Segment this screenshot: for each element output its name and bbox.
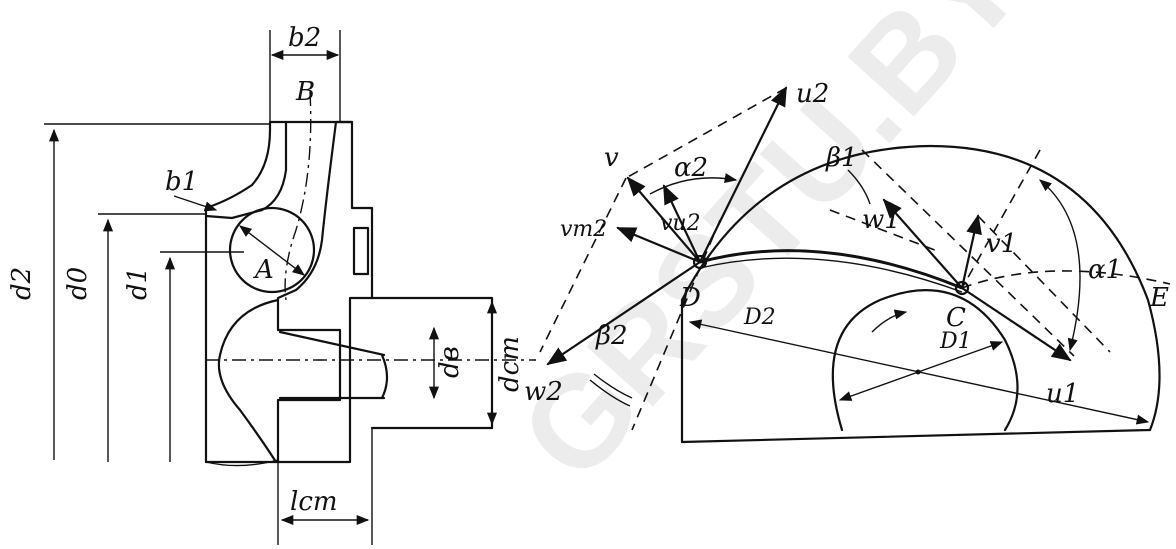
- vu2-vector: [662, 184, 702, 264]
- alpha1-arc: [1039, 179, 1081, 352]
- channel-centerline: [284, 91, 312, 301]
- label-alpha1: α1: [1088, 255, 1122, 285]
- beta2-tangent: [631, 219, 721, 431]
- label-d1: d1: [123, 267, 153, 300]
- beta1-tangent: [829, 209, 941, 253]
- label-B: B: [295, 77, 315, 107]
- inner-circle: [831, 289, 1019, 432]
- beta2-arc-2: [589, 379, 631, 407]
- label-D2: D2: [743, 305, 776, 330]
- radial-line-C: [961, 149, 1041, 289]
- label-b2: b2: [288, 23, 321, 53]
- label-beta2: β2: [595, 321, 628, 351]
- u1-vector: [960, 286, 1072, 362]
- point-C: [954, 280, 970, 296]
- label-dcm: dcm: [495, 336, 525, 392]
- v-u2-dashed: [625, 87, 787, 179]
- label-lcm: lcm: [290, 487, 338, 517]
- impeller-section: b2 B b1 A d2 d0 d1 dв dcm lcm: [7, 23, 536, 545]
- vm2-vector: [616, 226, 702, 264]
- w2-parallel: [539, 177, 627, 353]
- alpha2-arc: [649, 173, 738, 195]
- outer-circle-arc: [680, 144, 1161, 444]
- label-vu2: vu2: [660, 211, 701, 236]
- label-d0: d0: [63, 267, 93, 300]
- u2-vector: [698, 86, 788, 264]
- b1-leader: [173, 195, 218, 212]
- label-u1: u1: [1046, 379, 1079, 409]
- label-vm2: vm2: [560, 217, 607, 242]
- beta2-arc: [593, 373, 633, 399]
- v-vector: [626, 176, 702, 264]
- label-v: v: [604, 143, 619, 173]
- circle-diameter: [238, 225, 306, 276]
- inscribed-circle-A: [228, 206, 316, 294]
- label-beta1: β1: [825, 143, 858, 173]
- label-w1: w1: [862, 205, 901, 235]
- label-w2: w2: [524, 377, 563, 407]
- velocity-diagram: D2 D1 D u2 v w2 vm2 vu2 α2 β2 C w1: [524, 79, 1171, 444]
- label-A: A: [253, 255, 274, 285]
- blade-curve-inner: [699, 257, 963, 293]
- label-v1: v1: [986, 229, 1017, 259]
- label-D1: D1: [939, 329, 972, 354]
- baseline-break: [680, 428, 1152, 444]
- blade-curve: [699, 249, 963, 290]
- w1-extension: [861, 149, 1075, 357]
- label-dB: dв: [435, 346, 465, 378]
- radius-arc-C: [961, 270, 1171, 289]
- key-slot: [352, 226, 370, 276]
- rotation-arrow: [871, 309, 908, 333]
- w1-vector: [882, 198, 964, 290]
- label-C: C: [946, 303, 966, 333]
- D1-line: [838, 341, 1004, 401]
- hub-boss: [370, 296, 494, 430]
- label-u2: u2: [796, 79, 829, 109]
- shaft-top: [278, 330, 386, 357]
- label-d2: d2: [7, 267, 37, 300]
- beta1-arc: [847, 169, 871, 205]
- shroud-hatched: [204, 120, 288, 220]
- break-line: [205, 459, 279, 467]
- label-b1: b1: [165, 167, 198, 197]
- watermark-text: GRSTU.BY: [492, 0, 1050, 507]
- shaft-end: [380, 353, 389, 400]
- watermark: GRSTU.BY: [492, 0, 1050, 507]
- label-alpha2: α2: [674, 153, 708, 183]
- w2-vector: [546, 260, 702, 366]
- hub-hatched: [276, 120, 374, 464]
- v1-vector: [960, 214, 982, 290]
- label-D: D: [679, 283, 701, 313]
- label-E: E: [1149, 283, 1169, 313]
- inlet-profile-curve: [217, 298, 280, 464]
